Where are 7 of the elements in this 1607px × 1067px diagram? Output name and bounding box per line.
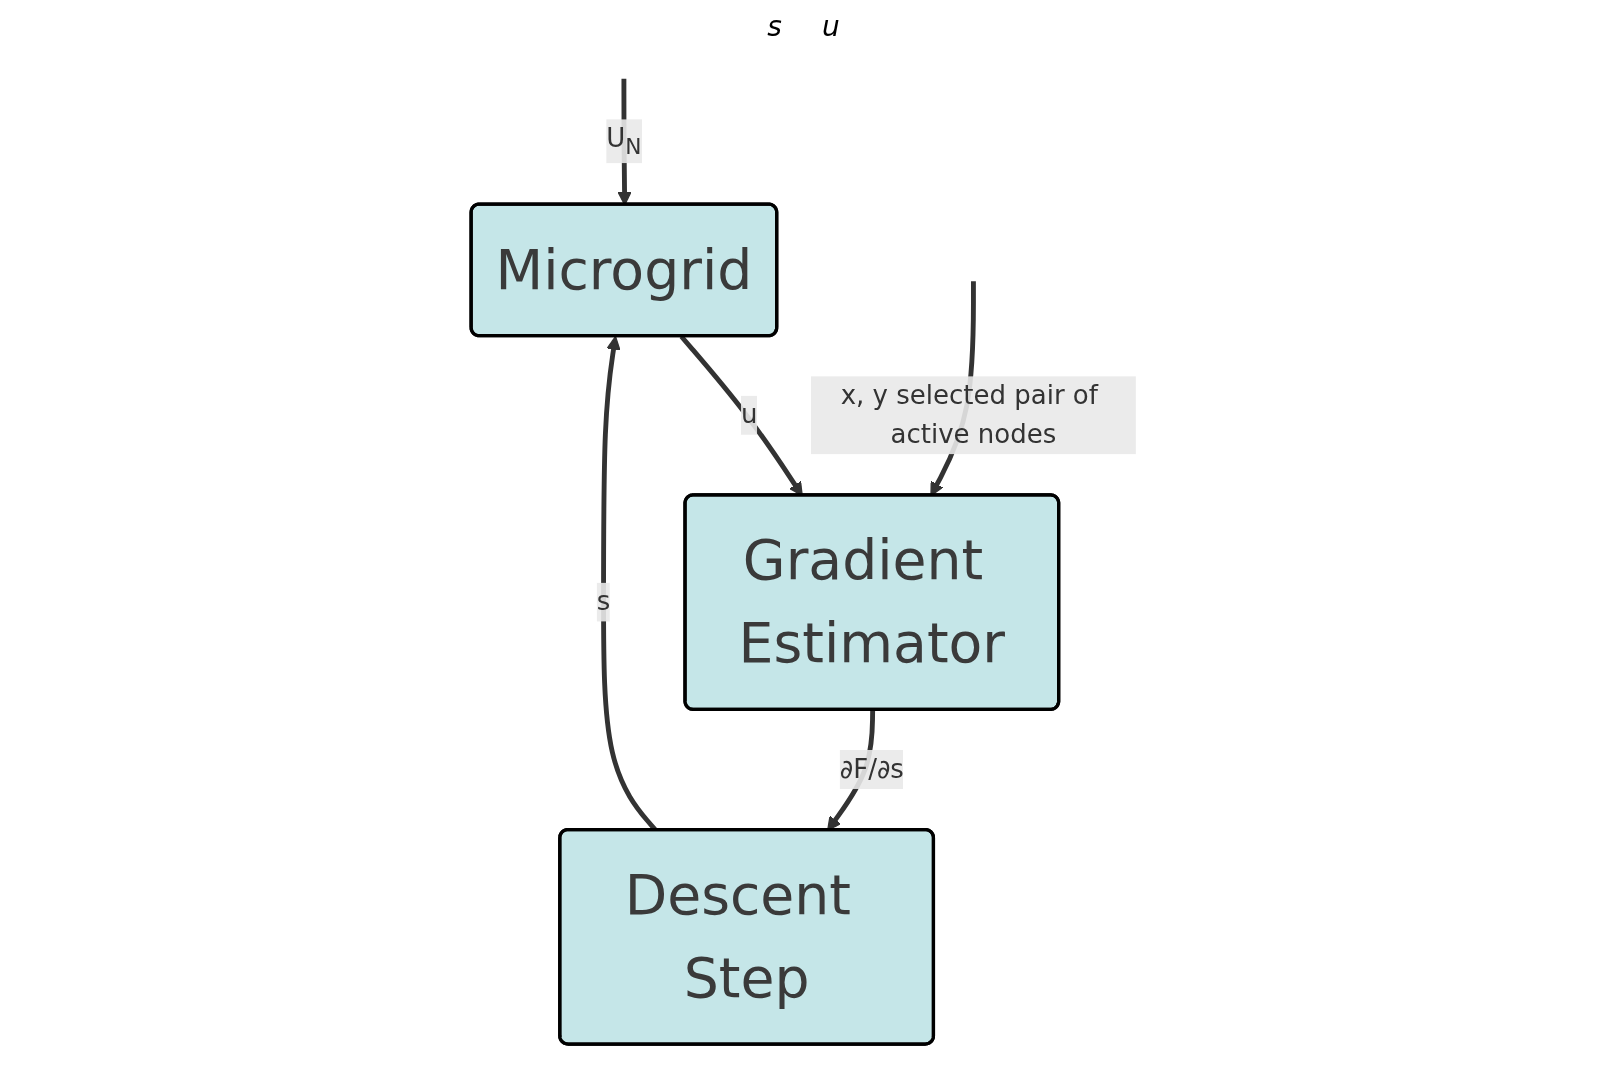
edge-label: U$_{N}$ (606, 122, 642, 159)
edge-label: s (596, 585, 611, 617)
signal-label: u (821, 10, 840, 43)
edge-label: u (740, 399, 758, 430)
signal-label: s (767, 10, 782, 43)
edge-label: x, y selected pair of active nodes (840, 379, 1098, 450)
edge-label: ∂F/∂s (839, 753, 904, 785)
